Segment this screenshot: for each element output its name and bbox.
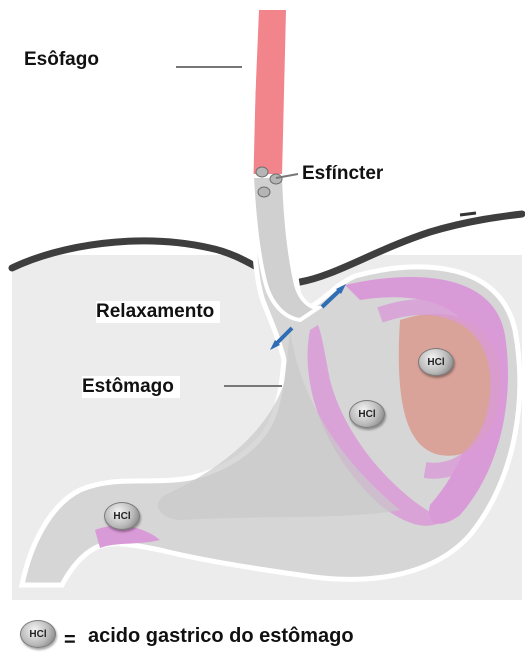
hcl-label: HCl <box>427 357 444 368</box>
diagram-frame-bottom <box>12 598 522 600</box>
label-esophagus: Esôfago <box>24 49 99 71</box>
sphincter-ball-1 <box>256 167 268 177</box>
sphincter-ball-2 <box>270 174 282 184</box>
sphincter-ball-3 <box>258 187 270 197</box>
hcl-label: HCl <box>29 629 46 640</box>
hcl-label: HCl <box>113 511 130 522</box>
label-sphincter: Esfíncter <box>302 163 383 185</box>
hcl-badge-antrum: HCl <box>104 502 140 530</box>
hcl-label: HCl <box>358 409 375 420</box>
diaphragm-tick <box>460 213 476 215</box>
legend-equals: = <box>64 629 76 652</box>
label-relaxation: Relaxamento <box>96 301 220 323</box>
label-stomach: Estômago <box>82 376 180 398</box>
hcl-badge-body: HCl <box>349 400 385 428</box>
hcl-badge-fundus: HCl <box>418 348 454 376</box>
legend-text: acido gastrico do estômago <box>88 625 354 648</box>
legend-hcl-icon: HCl <box>20 620 56 648</box>
